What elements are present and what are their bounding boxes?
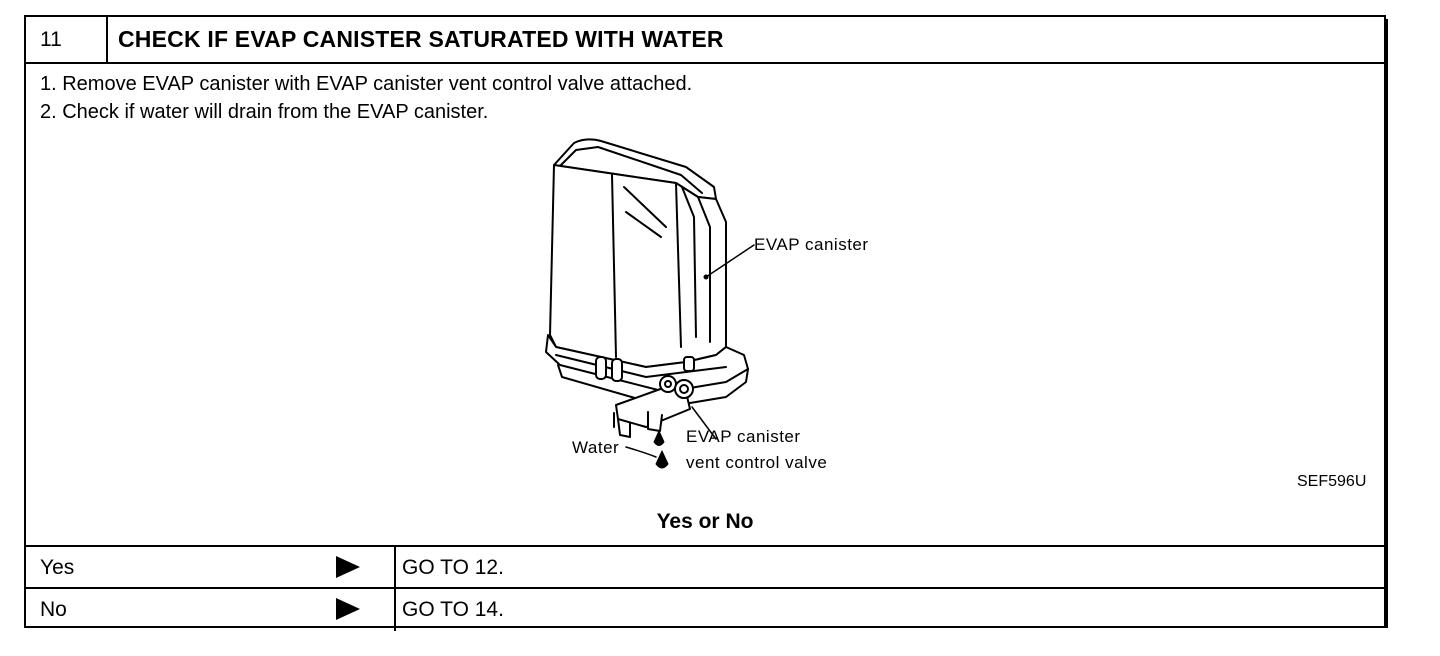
go-to-action-no: GO TO 14. [402,598,504,621]
answer-yes: Yes [40,556,75,579]
result-row-no: No GO TO 14. [26,587,1384,631]
row-divider [394,547,396,589]
evap-canister-label: EVAP canister [754,235,869,254]
step-title: CHECK IF EVAP CANISTER SATURATED WITH WA… [118,26,724,52]
inspection-step-table: 11 CHECK IF EVAP CANISTER SATURATED WITH… [24,15,1388,631]
water-label: Water [572,438,620,457]
instruction-step-2: 2. Check if water will drain from the EV… [40,101,489,123]
result-row-yes: Yes GO TO 12. [26,545,1384,589]
arrow-right-icon [336,556,360,578]
evap-canister-illustration [545,138,755,469]
arrow-right-icon [336,598,360,620]
yes-or-no-prompt: Yes or No [656,510,754,533]
figure-code: SEF596U [1297,473,1367,490]
row-divider [394,589,396,631]
vent-valve-label-line2: vent control valve [686,453,828,472]
step-header: 11 CHECK IF EVAP CANISTER SATURATED WITH… [26,17,1384,64]
answer-no: No [40,598,67,621]
go-to-action-yes: GO TO 12. [402,556,504,579]
instruction-step-1: 1. Remove EVAP canister with EVAP canist… [40,73,693,95]
step-number: 11 [26,17,108,62]
vent-valve-label-line1: EVAP canister [686,427,801,446]
